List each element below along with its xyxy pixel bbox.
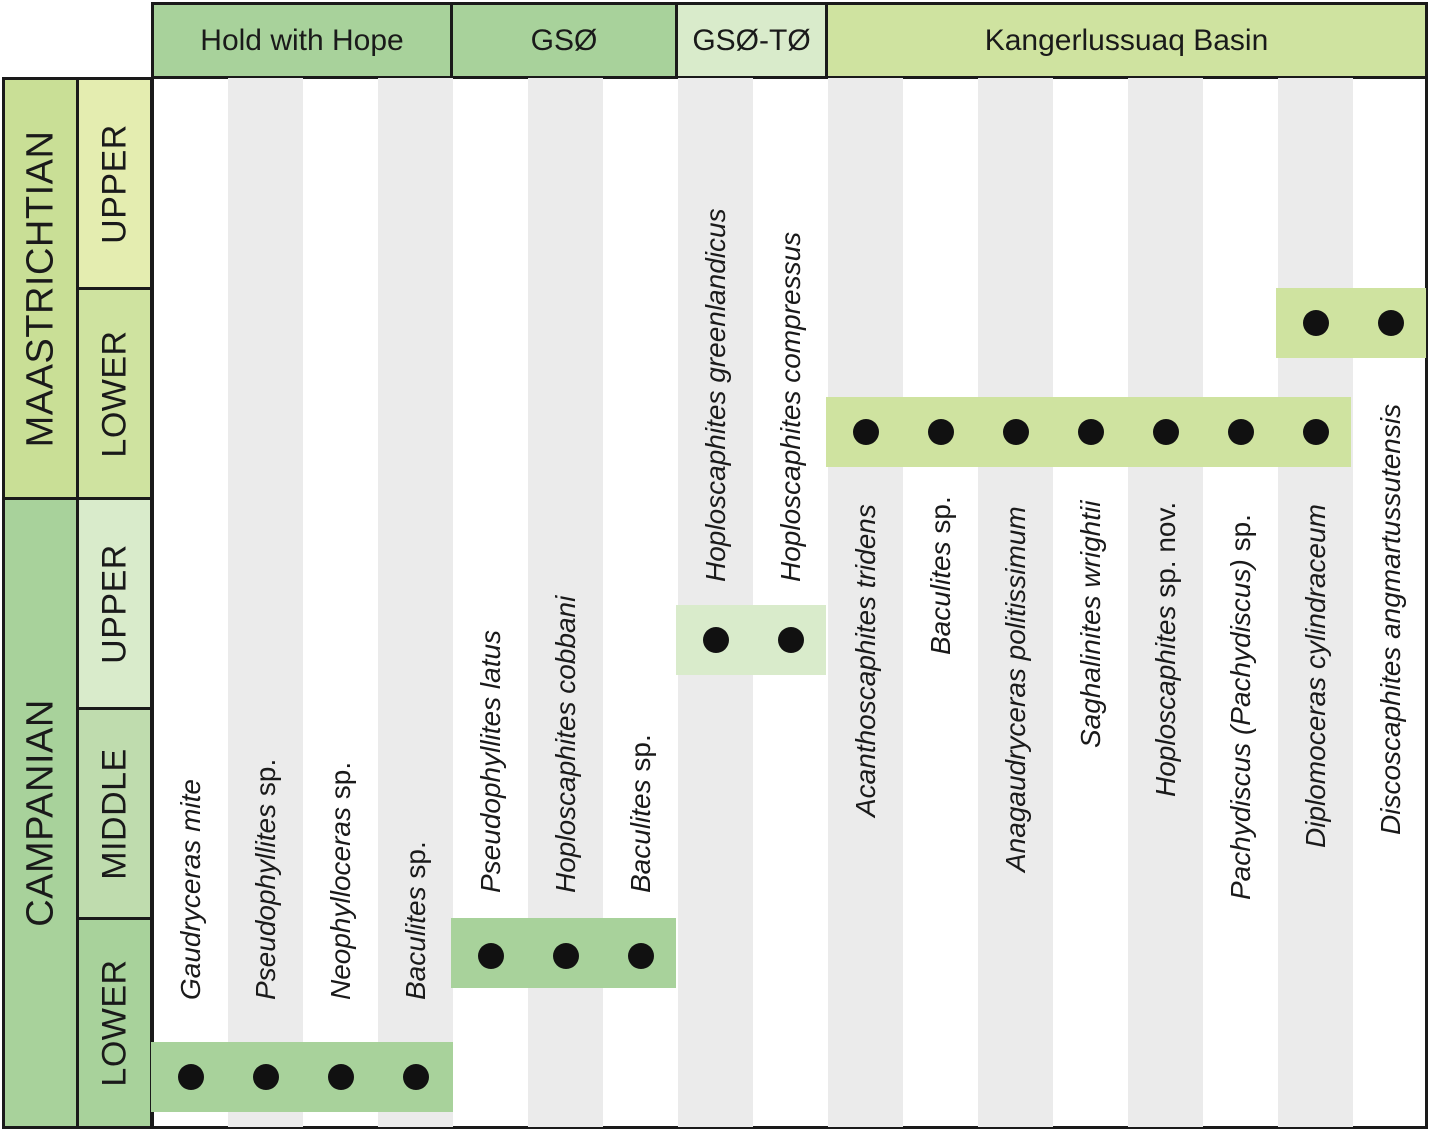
region-header-gso: GSØ	[450, 2, 678, 79]
substage-middle-campanian: MIDDLE	[76, 707, 153, 920]
taxon-genus: Gaudryceras mite	[174, 779, 206, 1000]
taxon-genus: Hoploscaphites greenlandicus	[699, 208, 731, 582]
column-stripe	[678, 78, 753, 1127]
taxon-label: Baculites sp.	[624, 734, 656, 893]
taxon-genus: Acanthoscaphites tridens	[849, 504, 881, 817]
taxon-label: Anagaudryceras politissimum	[999, 506, 1031, 872]
taxon-genus: Pachydiscus (Pachydiscus)	[1224, 559, 1256, 900]
occurrence-dot	[927, 419, 954, 445]
stage-label: CAMPANIAN	[19, 699, 61, 927]
taxon-label: Baculites sp.	[924, 496, 956, 655]
taxon-genus: Discoscaphites angmartussutensis	[1374, 403, 1406, 835]
taxon-qualifier: sp.	[1224, 514, 1256, 560]
occurrence-dot	[1077, 419, 1104, 445]
taxon-qualifier: sp.	[249, 758, 281, 804]
region-label: GSØ	[530, 23, 598, 57]
substage-label: UPPER	[95, 543, 133, 664]
occurrence-dot	[1152, 419, 1179, 445]
taxon-label: Hoploscaphites greenlandicus	[699, 208, 731, 582]
taxon-label: Pseudophyllites latus	[474, 629, 506, 893]
stage-label: MAASTRICHTIAN	[19, 130, 61, 447]
taxon-label: Pseudophyllites sp.	[249, 758, 281, 1000]
taxon-genus: Hoploscaphites compressus	[774, 231, 806, 582]
substage-label: LOWER	[95, 959, 133, 1087]
taxon-genus: Hoploscaphites cobbani	[549, 595, 581, 893]
occurrence-dot	[402, 1064, 429, 1090]
taxon-label: Saghalinites wrightii	[1074, 500, 1106, 748]
taxon-label: Neophylloceras sp.	[324, 761, 356, 1000]
occurrence-dot	[702, 627, 729, 653]
region-label: Hold with Hope	[200, 23, 404, 57]
taxon-label: Hoploscaphites sp. nov.	[1149, 501, 1181, 797]
substage-label: UPPER	[95, 123, 133, 244]
taxon-genus: Baculites	[624, 779, 656, 893]
taxon-label: Pachydiscus (Pachydiscus) sp.	[1224, 514, 1256, 900]
column-stripe	[978, 78, 1053, 1127]
occurrence-dot	[327, 1064, 354, 1090]
column-stripe	[828, 78, 903, 1127]
taxon-qualifier: sp.	[399, 841, 431, 887]
taxon-label: Hoploscaphites compressus	[774, 231, 806, 582]
region-header-kangerlussuaq: Kangerlussuaq Basin	[825, 2, 1428, 79]
taxon-genus: Anagaudryceras politissimum	[999, 506, 1031, 872]
taxon-genus: Pseudophyllites	[249, 803, 281, 1000]
taxon-qualifier: sp.	[924, 496, 956, 542]
substage-lower-maastrichtian: LOWER	[76, 287, 153, 500]
taxon-label: Diplomoceras cylindraceum	[1299, 504, 1331, 848]
substage-upper-maastrichtian: UPPER	[76, 77, 153, 290]
region-header-gso-to: GSØ-TØ	[675, 2, 828, 79]
range-chart-panel	[151, 77, 1428, 1129]
taxon-label: Baculites sp.	[399, 841, 431, 1000]
taxon-genus: Neophylloceras	[324, 807, 356, 1000]
taxon-label: Gaudryceras mite	[174, 779, 206, 1000]
taxon-genus: Baculites	[924, 541, 956, 655]
column-stripe	[1278, 78, 1353, 1127]
taxon-label: Hoploscaphites cobbani	[549, 595, 581, 893]
taxon-label: Acanthoscaphites tridens	[849, 504, 881, 817]
taxon-genus: Baculites	[399, 886, 431, 1000]
stage-campanian: CAMPANIAN	[2, 497, 79, 1129]
column-stripe	[378, 78, 453, 1127]
substage-upper-campanian: UPPER	[76, 497, 153, 710]
taxon-label: Discoscaphites angmartussutensis	[1374, 403, 1406, 835]
occurrence-dot	[177, 1064, 204, 1090]
substage-label: LOWER	[95, 329, 133, 458]
taxon-genus: Diplomoceras cylindraceum	[1299, 504, 1331, 848]
stage-maastrichtian: MAASTRICHTIAN	[2, 77, 79, 500]
column-stripe	[228, 78, 303, 1127]
occurrence-dot	[1377, 310, 1404, 336]
occurrence-dot	[252, 1064, 279, 1090]
region-label: GSØ-TØ	[692, 23, 811, 57]
taxon-qualifier: sp. nov.	[1149, 501, 1181, 606]
taxon-genus: Hoploscaphites	[1149, 605, 1181, 797]
occurrence-dot	[1302, 419, 1329, 445]
taxon-genus: Pseudophyllites latus	[474, 629, 506, 893]
range-band	[676, 605, 826, 675]
taxon-qualifier: sp.	[324, 761, 356, 807]
occurrence-dot	[852, 419, 879, 445]
region-label: Kangerlussuaq Basin	[984, 23, 1269, 57]
occurrence-dot	[627, 943, 654, 969]
taxon-qualifier: sp.	[624, 734, 656, 780]
substage-lower-campanian: LOWER	[76, 917, 153, 1129]
region-header-hold-with-hope: Hold with Hope	[151, 2, 453, 79]
column-stripe	[1128, 78, 1203, 1127]
taxon-genus: Saghalinites wrightii	[1074, 500, 1106, 748]
occurrence-dot	[1302, 310, 1329, 336]
occurrence-dot	[477, 943, 504, 969]
substage-label: MIDDLE	[95, 747, 133, 880]
occurrence-dot	[1227, 419, 1254, 445]
occurrence-dot	[777, 627, 804, 653]
occurrence-dot	[552, 943, 579, 969]
occurrence-dot	[1002, 419, 1029, 445]
range-band	[1276, 288, 1426, 358]
